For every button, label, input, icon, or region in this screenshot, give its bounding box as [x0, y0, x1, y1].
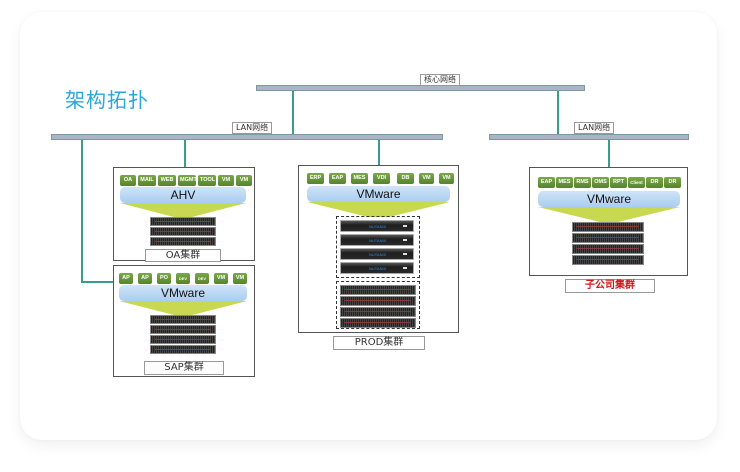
vm-badge: OMS [592, 177, 609, 188]
vm-badge: DEV [176, 273, 190, 284]
sap-vm-row: AP AP PO DEV DEV VM VM [119, 273, 247, 284]
sap-cluster-label: SAP集群 [144, 361, 224, 375]
vm-badge: RMS [574, 177, 591, 188]
link-lan-oa [184, 140, 186, 167]
vm-badge: DR [646, 177, 663, 188]
subsidiary-vm-row: EAP MES RMS OMS RPT Client DR DR [538, 177, 681, 188]
nutanix-node: NUTANIX [340, 248, 414, 260]
oa-funnel [120, 203, 246, 217]
subsidiary-cluster-label: 子公司集群 [565, 279, 655, 293]
nutanix-logo: NUTANIX [369, 238, 387, 243]
vm-badge: VM [419, 173, 434, 184]
vm-badge: VDI [373, 173, 390, 184]
vm-badge: DR [664, 177, 681, 188]
nutanix-node-group [336, 216, 420, 278]
vm-badge: AP [138, 273, 152, 284]
server-unit [572, 244, 644, 254]
server-unit [150, 237, 216, 246]
sap-hypervisor: VMware [119, 285, 247, 301]
vm-badge: VM [236, 175, 252, 186]
vm-badge: VM [214, 273, 228, 284]
lan-right-bus [489, 134, 689, 140]
server-unit [340, 318, 416, 328]
vm-badge: EAP [329, 173, 346, 184]
vm-badge: RPT [610, 177, 627, 188]
server-unit [150, 345, 216, 354]
prod-funnel [307, 202, 450, 217]
nutanix-logo: NUTANIX [369, 266, 387, 271]
vm-badge: AP [119, 273, 133, 284]
oa-vm-row: OA MAIL WEB MGMT TOOL VM VM [120, 175, 252, 186]
vm-badge: OA [120, 175, 136, 186]
vm-badge: PO [157, 273, 171, 284]
server-unit [150, 315, 216, 324]
link-lan-sub [608, 140, 610, 167]
oa-cluster-label: OA集群 [145, 249, 221, 262]
status-led [403, 267, 407, 269]
server-unit [572, 255, 644, 265]
sap-funnel [119, 301, 247, 315]
link-lan-sap-vertical [81, 140, 83, 282]
server-unit [572, 233, 644, 243]
server-unit [150, 227, 216, 236]
vm-badge: MGMT [178, 175, 196, 186]
vm-badge: WEB [158, 175, 176, 186]
vm-badge: Client [628, 177, 645, 188]
vm-badge: TOOL [198, 175, 216, 186]
link-core-lan-right [557, 91, 559, 134]
nutanix-logo: NUTANIX [369, 224, 387, 229]
storage-server-group [336, 281, 420, 329]
nutanix-logo: NUTANIX [369, 252, 387, 257]
server-unit [340, 296, 416, 306]
vm-badge: DEV [195, 273, 209, 284]
nutanix-node: NUTANIX [340, 234, 414, 246]
lan-left-label: LAN网络 [232, 122, 273, 134]
nutanix-node: NUTANIX [340, 262, 414, 274]
lan-left-bus [51, 134, 443, 140]
vm-badge: MES [351, 173, 368, 184]
vm-badge: MAIL [138, 175, 156, 186]
server-unit [150, 217, 216, 226]
server-unit [150, 325, 216, 334]
vm-badge: VM [439, 173, 454, 184]
server-unit [340, 307, 416, 317]
core-network-label: 核心网络 [420, 74, 460, 86]
status-led [403, 239, 407, 241]
server-unit [150, 335, 216, 344]
status-led [403, 253, 407, 255]
vm-badge: VM [233, 273, 247, 284]
status-led [403, 225, 407, 227]
prod-vm-row: ERP EAP MES VDI DB VM VM [307, 173, 454, 184]
vm-badge: EAP [538, 177, 555, 188]
server-unit [572, 222, 644, 232]
lan-right-label: LAN网络 [574, 122, 615, 134]
prod-cluster-label: PROD集群 [333, 336, 425, 350]
vm-badge: MES [556, 177, 573, 188]
link-lan-prod [378, 140, 380, 165]
server-unit [340, 285, 416, 295]
link-core-lan-left [292, 91, 294, 134]
subsidiary-funnel [538, 207, 680, 222]
vm-badge: DB [397, 173, 414, 184]
oa-hypervisor: AHV [120, 187, 246, 203]
prod-hypervisor: VMware [307, 186, 450, 202]
link-lan-sap-horizontal [81, 281, 114, 283]
nutanix-node: NUTANIX [340, 220, 414, 232]
vm-badge: ERP [307, 173, 324, 184]
vm-badge: VM [218, 175, 234, 186]
page-title: 架构拓扑 [65, 88, 149, 112]
subsidiary-hypervisor: VMware [538, 191, 680, 207]
